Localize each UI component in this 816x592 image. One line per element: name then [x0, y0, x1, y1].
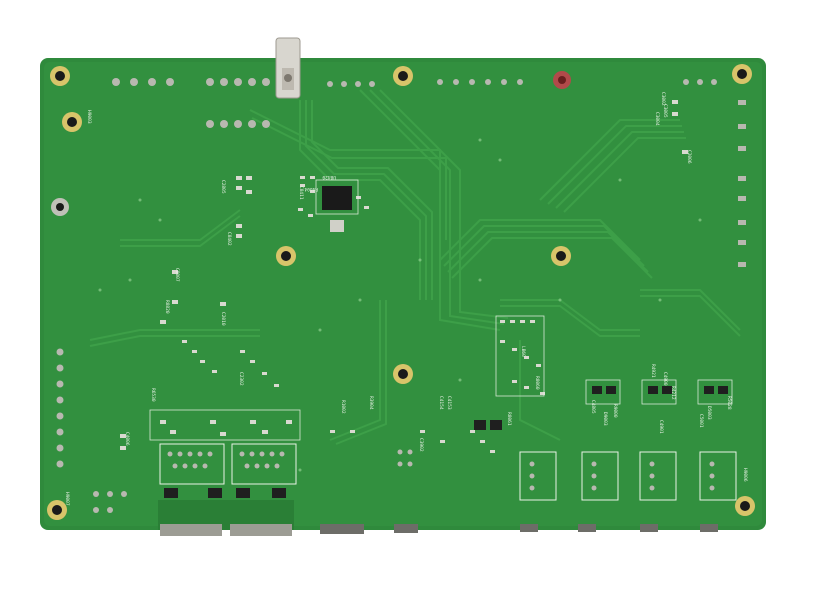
label-c2010: C2010 — [220, 312, 226, 326]
bottom-port-6 — [578, 524, 596, 532]
label-r4921: R4921 — [650, 364, 656, 378]
label-r3904: R3904 — [368, 396, 374, 410]
label-c4154: C4154 — [438, 396, 444, 410]
label-h9006: H9006 — [742, 468, 748, 482]
label-r4212: R4212 — [670, 386, 676, 400]
label-r9000: R9000 — [612, 404, 618, 418]
label-c4901: C4901 — [658, 420, 664, 434]
bottom-port-4 — [394, 524, 418, 533]
label-c2805: C2805 — [220, 180, 226, 194]
pad-column-right — [738, 100, 746, 267]
label-h9003: H9003 — [86, 110, 92, 124]
label-lb60: LB60 — [520, 346, 526, 357]
ic-chip-small — [330, 220, 344, 232]
label-d9003: D9003 — [602, 412, 608, 426]
bottom-port-1 — [160, 524, 222, 536]
mounting-holes — [47, 64, 755, 520]
bottom-port-3 — [320, 524, 364, 534]
label-c8007: C8007 — [174, 268, 180, 282]
label-c4805: C4805 — [590, 400, 596, 414]
label-c8411: C8411 — [298, 186, 304, 200]
label-c2302: C2302 — [238, 372, 244, 386]
transistor-blocks — [164, 386, 728, 498]
label-c4006: C4006 — [124, 432, 130, 446]
smd-clusters — [120, 100, 688, 453]
bottom-port-8 — [700, 524, 718, 532]
ic-chip-u8420 — [322, 186, 352, 210]
label-u8420: U8420 — [322, 174, 336, 180]
label-h9007: H9007 — [64, 492, 70, 506]
label-c3004: C3004 — [654, 112, 660, 126]
clip-screw — [284, 74, 292, 82]
label-c3002: C3002 — [660, 92, 666, 106]
label-c5001: C5001 — [698, 414, 704, 428]
label-r1002: R1002 — [340, 400, 346, 414]
label-r8820: R8820 — [164, 300, 170, 314]
label-r5028: R5028 — [726, 396, 732, 410]
connector-footprints — [159, 443, 737, 501]
label-c2006: C2006 — [686, 150, 692, 164]
label-c3902: C3902 — [418, 438, 424, 452]
label-c3005: C3005 — [662, 104, 668, 118]
bottom-port-2 — [230, 524, 292, 536]
label-r8060: R8060 — [534, 376, 540, 390]
silkscreen-outlines — [149, 179, 733, 441]
silkscreen-labels: H9003 H9006 H9007 C2006 C3004 C3005 C300… — [64, 92, 748, 506]
vias — [98, 138, 702, 472]
pad-row-top-left — [112, 78, 717, 128]
pad-column-left — [56, 348, 64, 468]
label-c8402: C8402 — [226, 232, 232, 246]
label-r6530: R6530 — [150, 388, 156, 402]
label-c4153: C4153 — [446, 396, 452, 410]
trace-group-center — [89, 89, 741, 445]
label-r8061: R8061 — [506, 412, 512, 426]
footprint-pads — [93, 449, 715, 513]
label-d5003: D5003 — [706, 406, 712, 420]
label-c4900: C4900 — [662, 372, 668, 386]
bottom-port-7 — [640, 524, 658, 532]
bottom-port-5 — [520, 524, 538, 532]
label-r4604: R4604 — [304, 186, 318, 192]
